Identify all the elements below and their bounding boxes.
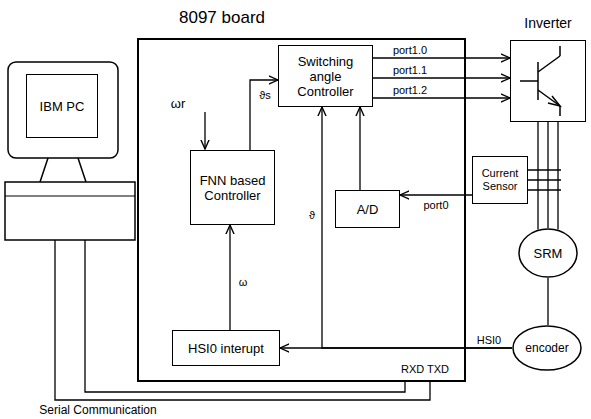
heading-text: 8097 board	[179, 8, 265, 28]
sensor-tap	[528, 169, 561, 170]
heading-text: Inverter	[511, 15, 585, 31]
controller-box: FNN based Controller	[190, 150, 275, 225]
signal-label: ϑ	[308, 208, 316, 222]
text-label: RXD TXD	[400, 362, 450, 376]
node-text: Current Sensor	[476, 167, 524, 193]
connector	[55, 240, 430, 400]
signal-label: ω	[238, 275, 249, 289]
node-text: encoder	[525, 341, 568, 355]
connector	[373, 77, 510, 78]
monitor-neck	[40, 158, 86, 182]
speed-ref-arrow	[204, 112, 205, 149]
transistor-symbol	[520, 46, 560, 116]
node-text: Switching angle Controller	[282, 54, 369, 99]
connector	[359, 107, 360, 190]
connector	[229, 225, 230, 330]
connector	[373, 57, 510, 58]
node-text: SRM	[534, 246, 563, 261]
inverter-box: Inverter	[510, 40, 586, 122]
pc-base-line	[5, 196, 135, 197]
sensor-box: Current Sensor	[472, 156, 528, 204]
motor-circle: SRM	[518, 228, 578, 278]
signal-label: ϑs	[258, 88, 272, 102]
connector	[250, 80, 278, 150]
monitor-bezel	[8, 62, 118, 158]
node-text: A/D	[357, 202, 379, 217]
signal-label: port0	[422, 198, 449, 212]
sensor-tap	[528, 189, 561, 190]
interrupt-box: HSI0 interupt	[172, 330, 280, 366]
converter-box: A/D	[335, 190, 400, 228]
signal-label: port1.0	[392, 43, 428, 57]
node-text: HSI0 interupt	[188, 341, 264, 356]
phase-wire	[557, 122, 558, 229]
phase-wire	[537, 122, 538, 229]
node-text: FNN based Controller	[194, 173, 271, 203]
text-label: ωr	[170, 97, 186, 111]
pc-base	[5, 182, 135, 240]
connector	[322, 107, 512, 348]
controller-box: Switching angle Controller	[278, 45, 373, 107]
signal-label: port1.1	[392, 63, 428, 77]
connector	[400, 194, 472, 195]
connector	[85, 240, 405, 392]
connector	[547, 278, 548, 325]
signal-label: port1.2	[392, 83, 428, 97]
connector	[373, 97, 510, 98]
signal-label: HSI0	[476, 333, 502, 347]
node-text: IBM PC	[40, 99, 85, 114]
connector	[547, 122, 548, 228]
text-label: Serial Communication	[38, 403, 157, 417]
encoder-circle: encoder	[512, 325, 582, 371]
monitor-screen: IBM PC	[26, 74, 98, 138]
sensor-tap	[528, 179, 561, 180]
